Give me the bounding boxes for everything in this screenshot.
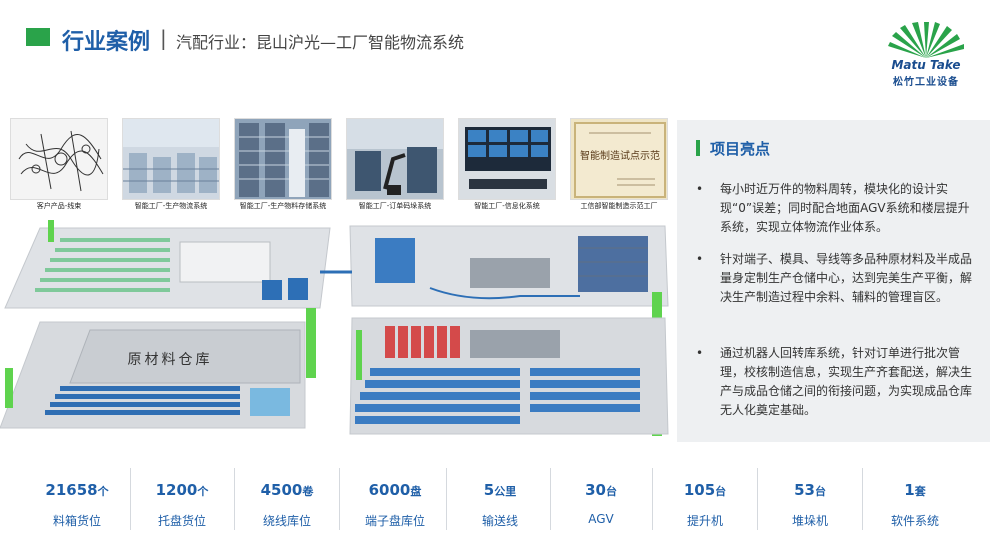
photo-production-logistics (122, 118, 220, 200)
photo-demo-factory-plaque: 智能制造试点示范 (570, 118, 668, 200)
photo-caption: 工信部智能制造示范工厂 (580, 202, 658, 210)
stat-divider (446, 468, 447, 530)
photo-caption: 智能工厂-订单码垛系统 (358, 202, 432, 210)
photo-caption: 智能工厂-信息化系统 (474, 202, 540, 210)
stat-divider (550, 468, 551, 530)
page-title: 行业案例 (62, 30, 151, 55)
photo-order-palletizing (346, 118, 444, 200)
photo-caption: 客户产品-线束 (36, 202, 82, 210)
stat-label: AGV (588, 512, 614, 526)
stat-value: 21658个 (45, 481, 109, 499)
highlight-item: 针对端子、模具、导线等多品种原材料及半成品量身定制生产仓储中心，达到完美生产平衡… (720, 252, 973, 304)
stat-divider (652, 468, 653, 530)
bullet-dot: • (696, 182, 704, 196)
stat-divider (339, 468, 340, 530)
stat-value: 53台 (794, 481, 826, 499)
photo-information-system (458, 118, 556, 200)
highlight-item: 通过机器人回转库系统，针对订单进行批次管理，校核制造信息，实现生产齐套配送，解决… (720, 346, 973, 417)
stat-value: 105台 (683, 481, 727, 499)
title-separator: | (160, 26, 167, 50)
stat-value: 4500卷 (260, 481, 314, 499)
photo-caption: 智能工厂-生产物料存储系统 (239, 202, 327, 210)
stat-label: 绕线库位 (262, 514, 311, 528)
stat-divider (130, 468, 131, 530)
stat-label: 提升机 (686, 514, 723, 528)
stat-value: 6000盘 (368, 481, 422, 499)
photo-product-harness (10, 118, 108, 200)
bullet-dot: • (696, 346, 704, 360)
stat-label: 托盘货位 (157, 514, 206, 528)
page-subtitle: 汽配行业：昆山沪光—工厂智能物流系统 (176, 33, 465, 52)
stat-label: 输送线 (481, 514, 518, 528)
stat-value: 30台 (585, 481, 617, 499)
stat-divider (862, 468, 863, 530)
photo-material-storage (234, 118, 332, 200)
highlight-item: 每小时近万件的物料周转，模块化的设计实现“0”误差；同时配合地面AGV系统和楼层… (720, 182, 970, 234)
stat-divider (757, 468, 758, 530)
logo-name-cn: 松竹工业设备 (893, 77, 959, 88)
stat-label: 堆垛机 (791, 514, 828, 528)
stat-value: 1套 (904, 481, 926, 499)
stat-label: 料箱货位 (52, 514, 101, 528)
highlights-marker (696, 140, 700, 156)
stat-label: 软件系统 (890, 514, 939, 528)
photo-caption: 智能工厂-生产物流系统 (134, 202, 208, 210)
highlights-panel (677, 120, 990, 442)
stat-value: 5公里 (483, 481, 517, 499)
logo-name-en: Matu Take (891, 58, 961, 72)
stat-value: 1200个 (155, 481, 209, 499)
bullet-dot: • (696, 252, 704, 266)
warehouse-label: 原材料仓库 (128, 352, 213, 368)
highlights-title: 项目亮点 (710, 140, 771, 158)
stat-divider (234, 468, 235, 530)
stat-label: 端子盘库位 (364, 514, 425, 528)
certificate-text: 智能制造试点示范 (580, 149, 660, 162)
company-logo (888, 22, 964, 58)
title-marker (26, 28, 50, 46)
factory-layout-render: 原材料仓库 (0, 220, 669, 436)
